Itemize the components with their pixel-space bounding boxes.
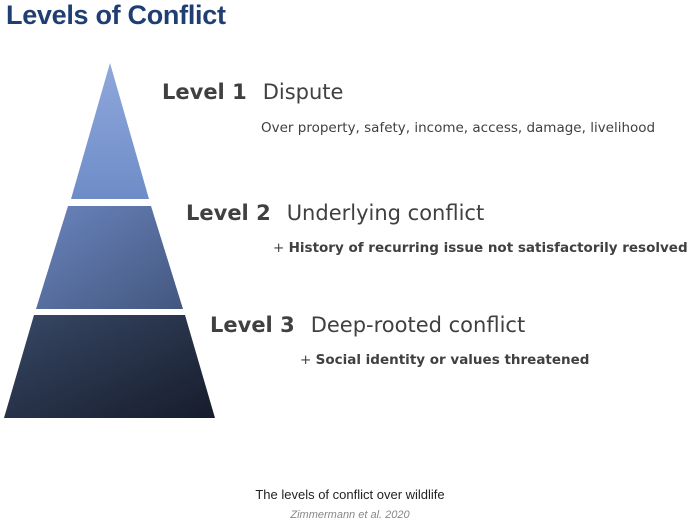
level-3-description-text: Social identity or values threatened bbox=[315, 352, 590, 368]
level-2-label: Level 2 bbox=[186, 201, 271, 225]
level-2-prefix: + bbox=[273, 240, 289, 256]
level-1-label: Level 1 bbox=[162, 80, 247, 104]
level-1-name: Dispute bbox=[262, 80, 344, 104]
figure-caption: The levels of conflict over wildlife bbox=[255, 487, 445, 502]
pyramid-tier-1 bbox=[71, 63, 149, 199]
level-1-heading: Level 1 Dispute bbox=[162, 80, 343, 104]
level-3-description: + Social identity or values threatened bbox=[300, 352, 589, 368]
level-3-prefix: + bbox=[300, 352, 316, 368]
level-3-heading: Level 3 Deep-rooted conflict bbox=[210, 313, 525, 337]
pyramid-tier-3 bbox=[4, 315, 215, 418]
level-3-name: Deep-rooted conflict bbox=[310, 313, 526, 337]
level-2-description-text: History of recurring issue not satisfact… bbox=[288, 240, 688, 256]
figure-citation: Zimmermann et al. 2020 bbox=[290, 509, 410, 521]
level-2-heading: Level 2 Underlying conflict bbox=[186, 201, 484, 225]
level-1-description-text: Over property, safety, income, access, d… bbox=[261, 120, 656, 136]
level-2-description: + History of recurring issue not satisfa… bbox=[273, 240, 688, 256]
level-3-label: Level 3 bbox=[210, 313, 295, 337]
diagram-title: Levels of Conflict bbox=[6, 0, 226, 30]
pyramid-tier-2 bbox=[36, 206, 183, 309]
level-1-description: Over property, safety, income, access, d… bbox=[261, 120, 655, 136]
level-2-name: Underlying conflict bbox=[286, 201, 485, 225]
